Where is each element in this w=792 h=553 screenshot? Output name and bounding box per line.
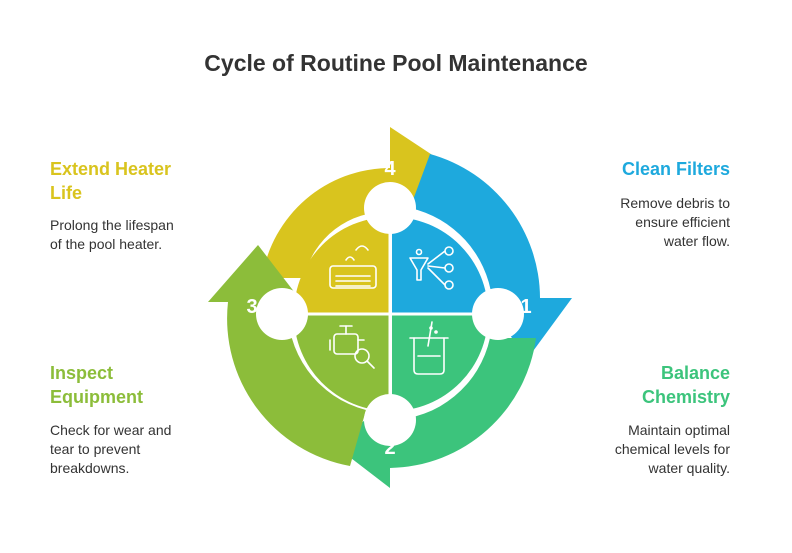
- step-number-4: 4: [384, 158, 396, 180]
- beaker-icon: [409, 321, 449, 375]
- step-description-extend-heater-life: Prolong the lifespan of the pool heater.: [50, 216, 174, 254]
- description-line: Check for wear and: [50, 422, 172, 438]
- arrow-ring: [208, 127, 572, 488]
- step-title-inspect-equipment: Inspect Equipment: [50, 361, 143, 409]
- inner-circle: [256, 182, 524, 446]
- title-line: Equipment: [50, 387, 143, 407]
- description-line: tear to prevent: [50, 441, 141, 457]
- inspect-equipment-icon: [329, 325, 375, 369]
- quadrant-equipment: [294, 315, 390, 411]
- step-description-balance-chemistry: Maintain optimal chemical levels for wat…: [615, 421, 730, 478]
- heater-icon: [329, 245, 377, 289]
- title-line: Life: [50, 183, 83, 203]
- step-title-balance-chemistry: Balance Chemistry: [642, 361, 730, 409]
- title-line: Balance: [660, 363, 730, 383]
- step-description-clean-filters: Remove debris to ensure efficient water …: [620, 194, 730, 251]
- arrow-extend-heater-life: [262, 127, 452, 278]
- description-line: Maintain optimal: [628, 422, 730, 438]
- diagram-title: Cycle of Routine Pool Maintenance: [204, 50, 588, 76]
- step-title-extend-heater-life: Extend Heater Life: [50, 157, 171, 205]
- step-number-1: 1: [520, 296, 531, 318]
- step-number-2: 2: [384, 437, 395, 459]
- description-line: chemical levels for: [614, 441, 730, 457]
- arrow-inspect-equipment: [208, 245, 366, 466]
- description-line: water quality.: [648, 460, 730, 476]
- description-line: water flow.: [663, 233, 730, 249]
- description-line: ensure efficient: [635, 214, 730, 230]
- quadrant-filters: [392, 217, 488, 313]
- title-line: Extend Heater: [50, 159, 172, 179]
- title-line: Chemistry: [641, 387, 730, 407]
- water-filter-icon: [409, 246, 454, 290]
- step-title-clean-filters: Clean Filters: [621, 159, 730, 179]
- title-line: Inspect: [50, 363, 114, 383]
- step-description-inspect-equipment: Check for wear and tear to prevent break…: [50, 421, 171, 478]
- description-line: of the pool heater.: [50, 236, 163, 252]
- description-line: Prolong the lifespan: [50, 217, 174, 233]
- quadrant-chemistry: [392, 315, 488, 411]
- description-line: Remove debris to: [620, 195, 730, 211]
- description-line: breakdowns.: [50, 460, 130, 476]
- arrow-balance-chemistry: [334, 338, 536, 488]
- step-number-3: 3: [246, 296, 257, 318]
- quadrant-heater: [294, 217, 390, 313]
- arrow-clean-filters: [410, 154, 572, 358]
